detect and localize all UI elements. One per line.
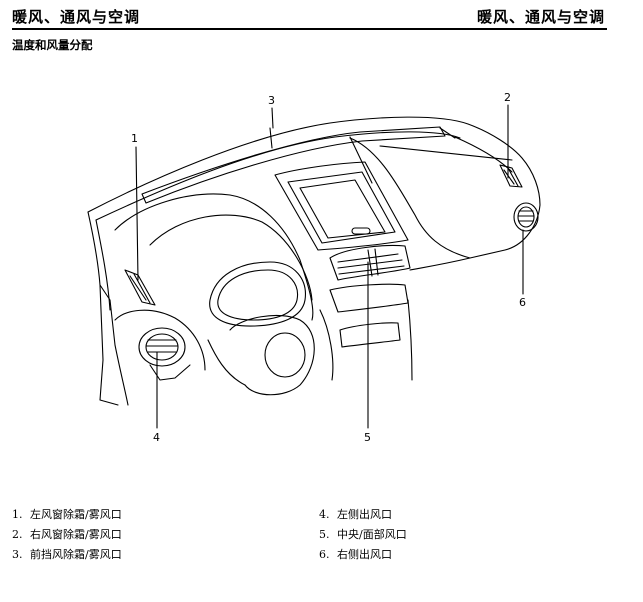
steering-column [229, 314, 315, 396]
right-defrost-vent [499, 164, 523, 188]
legend-text: 右侧出风口 [337, 548, 392, 561]
center-vent-housing [329, 245, 411, 281]
callout-line-1 [135, 146, 139, 281]
callout-line-3 [271, 107, 274, 129]
legend-item-2: 2. 右风窗除霜/雾风口 [12, 526, 122, 542]
callout-6: 6 [519, 296, 526, 309]
header-left-title: 暖风、通风与空调 [12, 8, 141, 26]
center-console [329, 283, 409, 313]
left-defrost-vent [124, 269, 156, 306]
legend-text: 右风窗除霜/雾风口 [30, 528, 122, 541]
right-side-vent [513, 202, 539, 232]
legend-num: 3. [12, 548, 23, 561]
legend-text: 前挡风除霜/雾风口 [30, 548, 122, 561]
defroster-slot [141, 126, 446, 204]
callout-4: 4 [153, 431, 160, 444]
callout-3: 3 [268, 94, 275, 107]
legend-item-4: 4. 左侧出风口 [319, 506, 392, 522]
instrument-cluster [209, 261, 306, 327]
screen-button [351, 227, 371, 235]
callout-5: 5 [364, 431, 371, 444]
legend-num: 1. [12, 508, 23, 521]
header-right-title: 暖风、通风与空调 [476, 8, 605, 26]
callout-1: 1 [131, 132, 138, 145]
legend-text: 中央/面部风口 [337, 528, 407, 541]
section-title: 温度和风量分配 [12, 38, 93, 52]
legend-num: 5. [319, 528, 330, 541]
legend-item-1: 1. 左风窗除霜/雾风口 [12, 506, 122, 522]
legend-item-5: 5. 中央/面部风口 [319, 526, 407, 542]
legend-num: 4. [319, 508, 330, 521]
center-screen-housing [274, 161, 409, 251]
instrument-hood [114, 193, 314, 321]
legend-item-3: 3. 前挡风除霜/雾风口 [12, 546, 122, 562]
callout-2: 2 [504, 91, 511, 104]
legend-text: 左风窗除霜/雾风口 [30, 508, 122, 521]
page-header: 暖风、通风与空调 暖风、通风与空调 [12, 2, 607, 30]
legend-item-6: 6. 右侧出风口 [319, 546, 392, 562]
left-side-vent [138, 327, 186, 367]
legend-text: 左侧出风口 [337, 508, 392, 521]
legend-num: 2. [12, 528, 23, 541]
dashboard-top-inner [95, 131, 461, 221]
dashboard-top-outline [87, 116, 541, 213]
legend-num: 6. [319, 548, 330, 561]
